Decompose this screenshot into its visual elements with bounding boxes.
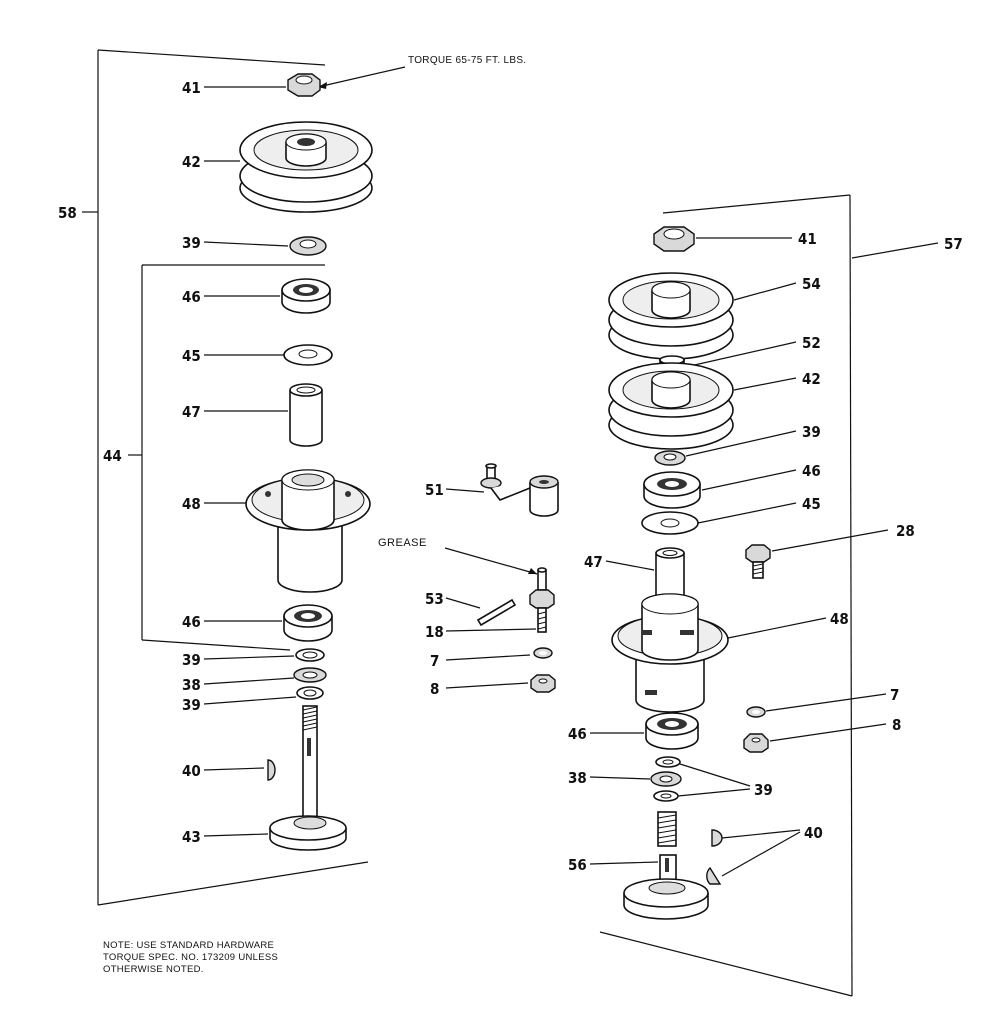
left-bearing-46-bottom: [283, 604, 333, 642]
bolt-28: [745, 544, 771, 579]
bracket-44: [128, 264, 325, 651]
left-spacer-47: [289, 383, 323, 447]
label-left-40: 40: [182, 762, 201, 780]
label-left-45: 45: [182, 347, 201, 365]
right-bearing-46-top: [643, 471, 701, 509]
label-left-46a: 46: [182, 288, 201, 306]
label-right-39a: 39: [802, 423, 821, 441]
right-spindle-housing-48: [611, 593, 729, 713]
note-line-3: OTHERWISE NOTED.: [103, 964, 204, 975]
label-58: 58: [58, 204, 77, 222]
left-washer-45: [283, 344, 333, 366]
right-washer-45: [641, 511, 699, 535]
right-assembly-frame: [599, 194, 939, 997]
cotter-pin-53: [476, 598, 517, 627]
label-left-43: 43: [182, 828, 201, 846]
right-woodruff-keys-40: [706, 829, 723, 885]
right-bearing-46-bottom: [645, 712, 699, 750]
right-pulley-54: [608, 272, 734, 360]
right-washer-39-top: [654, 450, 686, 466]
label-right-8: 8: [892, 716, 901, 734]
label-left-47: 47: [182, 403, 201, 421]
left-hex-nut-41: [287, 73, 321, 97]
label-right-7: 7: [890, 686, 899, 704]
left-spindle-housing-48: [245, 469, 371, 593]
hardware-note: NOTE: USE STANDARD HARDWARE TORQUE SPEC.…: [103, 940, 363, 976]
label-right-45: 45: [802, 495, 821, 513]
right-hex-nut-8: [743, 733, 769, 753]
label-right-41: 41: [798, 230, 817, 248]
left-washer-39-top: [289, 236, 327, 256]
right-hex-nut-41: [653, 226, 695, 252]
label-right-40: 40: [804, 824, 823, 842]
label-left-42: 42: [182, 153, 201, 171]
label-right-52: 52: [802, 334, 821, 352]
label-left-39c: 39: [182, 696, 201, 714]
right-spindle-shaft-56: [623, 811, 709, 920]
left-spindle-shaft-43: [269, 705, 347, 851]
label-right-46b: 46: [568, 725, 587, 743]
label-mid-18: 18: [425, 623, 444, 641]
right-spacer-47: [655, 547, 685, 606]
note-line-2: TORQUE SPEC. NO. 173209 UNLESS: [103, 952, 279, 963]
left-washer-stack: [293, 648, 327, 700]
mid-lockwasher-7: [533, 647, 553, 659]
label-right-46a: 46: [802, 462, 821, 480]
grease-fitting-18: [529, 567, 555, 633]
label-left-46b: 46: [182, 613, 201, 631]
label-left-39b: 39: [182, 651, 201, 669]
label-57: 57: [944, 235, 963, 253]
label-mid-53: 53: [425, 590, 444, 608]
label-left-39a: 39: [182, 234, 201, 252]
label-right-42: 42: [802, 370, 821, 388]
label-left-38: 38: [182, 676, 201, 694]
left-pulley-42: [239, 121, 373, 213]
label-right-39b: 39: [754, 781, 773, 799]
left-bearing-46-top: [281, 278, 331, 314]
label-right-47: 47: [584, 553, 603, 571]
label-right-56: 56: [568, 856, 587, 874]
label-right-28: 28: [896, 522, 915, 540]
left-assembly-frame: [82, 49, 369, 906]
grease-callout: GREASE: [378, 537, 427, 549]
left-woodruff-key-40: [267, 759, 276, 781]
right-washer-stack: [650, 756, 682, 802]
label-right-48: 48: [830, 610, 849, 628]
label-mid-8: 8: [430, 680, 439, 698]
label-left-41: 41: [182, 79, 201, 97]
label-right-38: 38: [568, 769, 587, 787]
mid-hex-nut-8: [530, 674, 556, 693]
right-pulley-42: [608, 362, 734, 450]
label-right-54: 54: [802, 275, 821, 293]
torque-callout: TORQUE 65-75 FT. LBS.: [408, 55, 526, 66]
label-left-48: 48: [182, 495, 201, 513]
label-44: 44: [103, 447, 122, 465]
label-mid-51: 51: [425, 481, 444, 499]
label-mid-7: 7: [430, 652, 439, 670]
right-lockwasher-7: [746, 706, 766, 718]
bracket-51: [480, 463, 559, 517]
note-line-1: NOTE: USE STANDARD HARDWARE: [103, 940, 275, 951]
